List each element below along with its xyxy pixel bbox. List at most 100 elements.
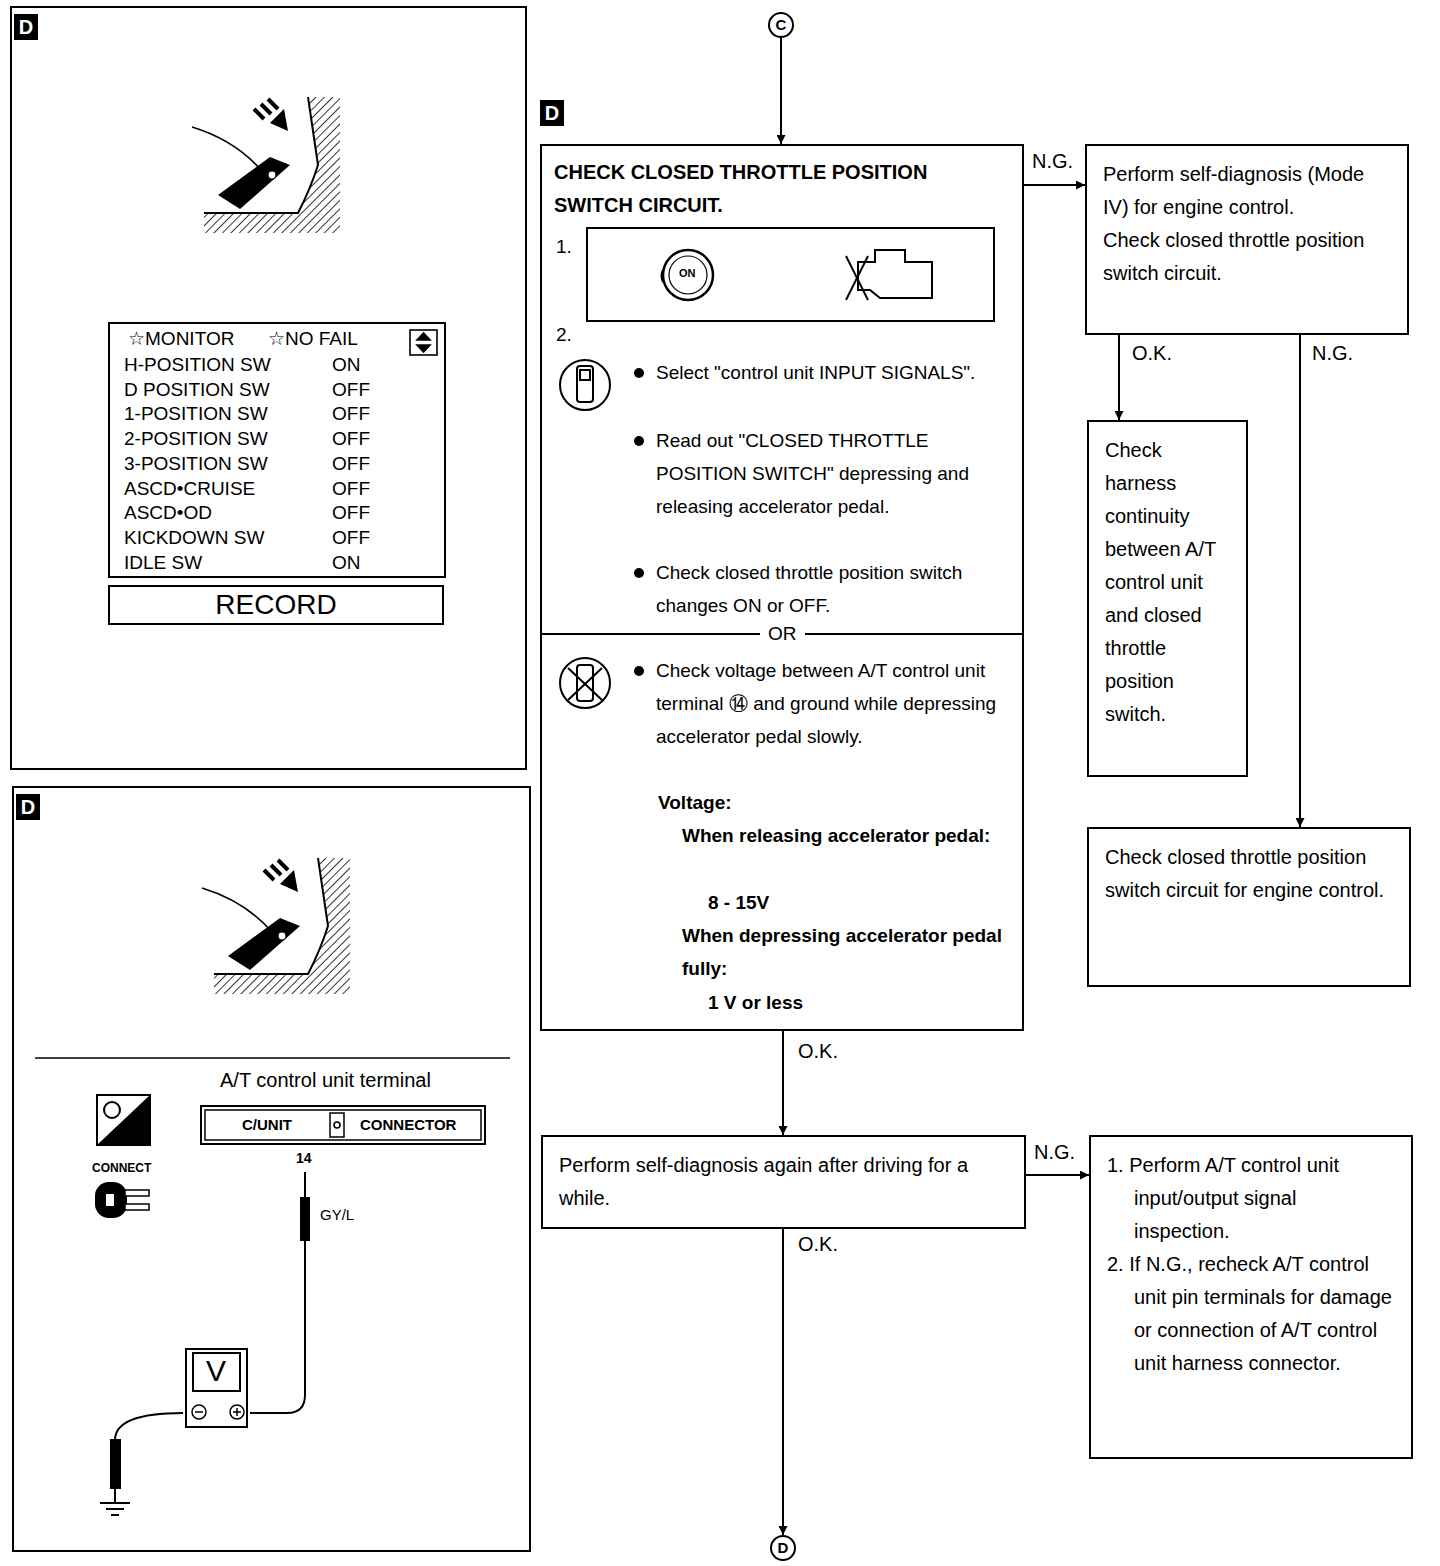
drawing-stroke	[560, 360, 610, 410]
monitor-cell: OFF	[332, 453, 370, 475]
monitor-cell: ON	[332, 354, 361, 376]
panel: ☆MONITOR☆NO FAILH-POSITION SWOND POSITIO…	[10, 6, 527, 770]
connect-icon	[95, 1182, 149, 1218]
node-text: When releasing accelerator pedal:	[682, 819, 1012, 852]
drawing-stroke	[662, 270, 664, 282]
process-box: Perform self-diagnosis again after drivi…	[541, 1135, 1026, 1229]
flow-arrow	[782, 1229, 784, 1535]
drawing-stroke	[568, 668, 602, 700]
wire-color: GY/L	[320, 1206, 354, 1224]
node-text: CHECK CLOSED THROTTLE POSITION SWITCH CI…	[554, 156, 1004, 222]
check-box: DCHECK CLOSED THROTTLE POSITION SWITCH C…	[540, 144, 1024, 1031]
drawing-stroke	[846, 256, 868, 300]
bullet-dot	[634, 368, 644, 378]
drawing-stroke	[669, 256, 707, 294]
drawing-stroke	[125, 1204, 149, 1210]
connector-block: C/UNITCONNECTOR	[200, 1105, 486, 1145]
monitor-cell: ☆NO FAIL	[268, 328, 358, 350]
pin-number: 14	[296, 1150, 312, 1166]
node-text: OR	[760, 622, 805, 646]
monitor-cell: OFF	[332, 527, 370, 549]
node-text: 1. Perform A/T control unit input/output…	[1107, 1149, 1395, 1248]
edge-label: O.K.	[1130, 342, 1174, 364]
process-box: Check closed throttle position switch ci…	[1087, 827, 1411, 987]
panel: C/UNITCONNECTOR V D	[12, 786, 531, 1552]
node-text: 2.	[556, 318, 572, 351]
no-consult-icon	[560, 658, 610, 708]
edge-label: N.G.	[1310, 342, 1355, 364]
drawing-stroke	[111, 1440, 120, 1488]
flow-arrow	[780, 38, 782, 144]
edge-label: N.G.	[1032, 1141, 1077, 1163]
drawing-stroke	[97, 1095, 150, 1145]
drawing-stroke	[106, 1508, 124, 1510]
ground-wire	[100, 1413, 183, 1515]
node-text: 1 V or less	[708, 986, 803, 1019]
flow-arrow	[782, 1031, 784, 1135]
monitor-cell: ASCD•OD	[124, 502, 212, 524]
drawing-stroke	[301, 1198, 309, 1240]
label-text: A/T control unit terminal	[220, 1068, 431, 1092]
drawing-stroke	[100, 1502, 130, 1504]
node-text: Voltage:	[658, 786, 732, 819]
drawing-stroke	[663, 250, 713, 300]
accelerator-pedal	[192, 97, 340, 233]
drawing-stroke	[202, 858, 350, 994]
flow-arrow	[1118, 335, 1120, 420]
monitor-cell: OFF	[332, 502, 370, 524]
drawing-stroke	[106, 1194, 114, 1206]
node-text: Check closed throttle position switch ch…	[656, 556, 1016, 622]
drawing-stroke	[97, 1095, 150, 1145]
drawing-stroke	[125, 1190, 149, 1196]
drawing-stroke	[192, 97, 340, 233]
edge-label: O.K.	[796, 1233, 840, 1255]
bullet-dot	[634, 436, 644, 446]
monitor-cell: ASCD•CRUISE	[124, 478, 255, 500]
node-text: 8 - 15V	[708, 886, 769, 919]
voltmeter: V	[185, 1348, 248, 1428]
node-text: Perform self-diagnosis (Mode IV) for eng…	[1103, 158, 1391, 224]
monitor-cell: 3-POSITION SW	[124, 453, 268, 475]
node-text: Check harness continuity between A/T con…	[1105, 434, 1230, 731]
label-text: CONNECT	[92, 1161, 151, 1175]
drawing-stroke	[568, 668, 602, 700]
drawing-stroke	[304, 1172, 306, 1198]
drawing-stroke	[858, 250, 932, 298]
node-text: D	[772, 1537, 794, 1559]
section-tag: D	[14, 14, 38, 40]
drawing-stroke	[104, 1102, 120, 1118]
signal-wire	[250, 1172, 309, 1413]
process-box: Perform self-diagnosis (Mode IV) for eng…	[1085, 144, 1409, 335]
separator-line	[35, 1058, 510, 1059]
drawing-stroke	[846, 256, 868, 300]
edge-label: O.K.	[796, 1040, 840, 1062]
drawing-stroke	[560, 658, 610, 708]
monitor-cell: 1-POSITION SW	[124, 403, 268, 425]
monitor-screen: ☆MONITOR☆NO FAILH-POSITION SWOND POSITIO…	[108, 322, 446, 578]
process-box: 1. Perform A/T control unit input/output…	[1089, 1135, 1413, 1459]
process-box: Check harness continuity between A/T con…	[1087, 420, 1248, 777]
bullet-dot	[634, 666, 644, 676]
off-page-connector: C	[768, 12, 794, 38]
drawing-stroke	[410, 330, 437, 355]
node-text: 2. If N.G., recheck A/T control unit pin…	[1107, 1248, 1395, 1380]
drawing-stroke	[111, 1514, 119, 1516]
ignition-key-icon	[662, 250, 714, 300]
drawing-stroke	[587, 228, 994, 321]
node-text: Check closed throttle position switch ci…	[1103, 224, 1391, 290]
record-button: RECORD	[108, 585, 444, 625]
drawing-stroke	[580, 370, 590, 380]
drawing-stroke	[114, 1488, 116, 1503]
node-text: Check closed throttle position switch ci…	[1105, 841, 1393, 907]
drawing-stroke	[577, 366, 593, 402]
monitor-cell: KICKDOWN SW	[124, 527, 264, 549]
section-tag: D	[16, 794, 40, 820]
drawing-stroke	[417, 345, 430, 352]
node-text: CONNECTOR	[360, 1116, 456, 1134]
section-tag: D	[540, 100, 564, 126]
label-text: ON	[679, 267, 696, 280]
flow-arrow	[1024, 184, 1085, 186]
node-text: When depressing accelerator pedal fully:	[682, 919, 1012, 985]
node-text: Perform self-diagnosis again after drivi…	[559, 1149, 1008, 1215]
